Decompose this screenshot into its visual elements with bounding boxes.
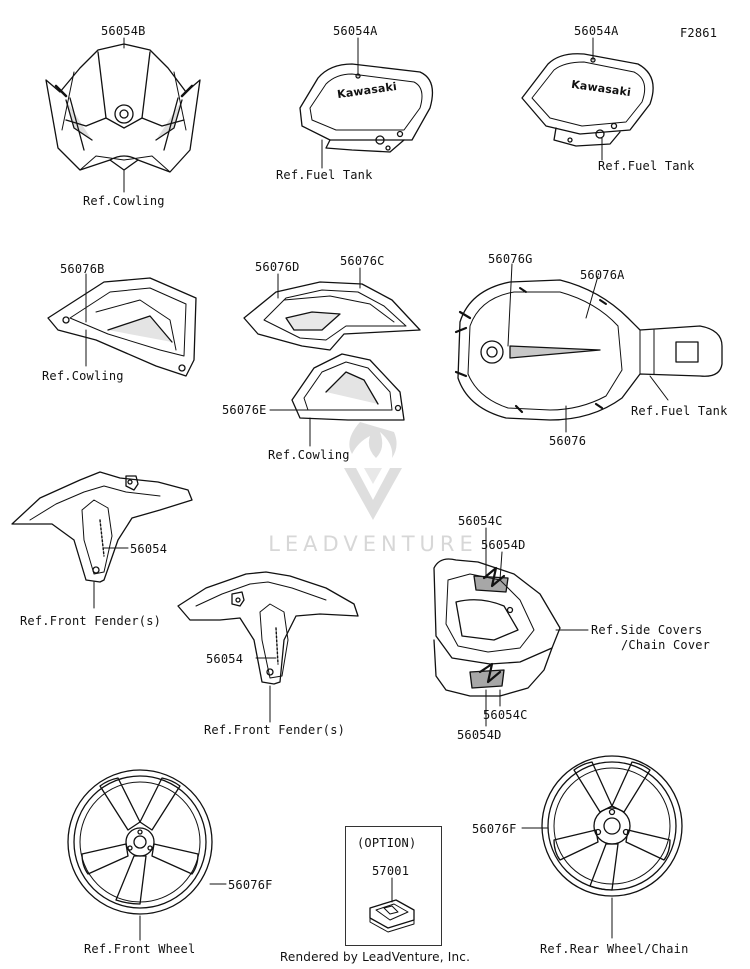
front-fender-center-illustration: [177, 571, 359, 685]
reference-label: Ref.Side Covers: [591, 623, 703, 637]
reference-label: /Chain Cover: [621, 638, 711, 652]
part-number-label: 56054C: [458, 514, 503, 528]
option-box: [345, 826, 442, 946]
part-number-label: 56054D: [481, 538, 526, 552]
part-number-label: 56054: [130, 542, 168, 556]
option-label: (OPTION): [357, 836, 417, 850]
reference-label: Ref.Fuel Tank: [598, 159, 695, 173]
reference-label: Ref.Rear Wheel/Chain: [540, 942, 689, 956]
side-cowling-center-illustration: [243, 281, 421, 421]
reference-label: Ref.Cowling: [42, 369, 124, 383]
fuel-tank-decal-right-illustration: [521, 53, 654, 147]
watermark: LEADVENTURE: [248, 418, 498, 568]
part-number-label: 56076C: [340, 254, 385, 268]
fuel-tank-decal-left-illustration: [299, 63, 434, 153]
watermark-text: LEADVENTURE: [268, 532, 478, 556]
part-number-label: 56076F: [228, 878, 273, 892]
part-number-label: 56076E: [222, 403, 267, 417]
part-number-label: 56076: [549, 434, 587, 448]
reference-label: Ref.Front Fender(s): [20, 614, 162, 628]
part-number-label: 56054A: [333, 24, 378, 38]
part-number-label: 56076G: [488, 252, 533, 266]
option-part-number: 57001: [372, 864, 410, 878]
part-number-label: 56054A: [574, 24, 619, 38]
flame-v-logo-icon: [344, 422, 402, 520]
part-number-label: 56054: [206, 652, 244, 666]
reference-label: Ref.Cowling: [268, 448, 350, 462]
reference-label: Ref.Fuel Tank: [276, 168, 373, 182]
rear-wheel-illustration: [541, 755, 683, 897]
fuel-tank-top-illustration: [454, 279, 723, 421]
figure-code: F2861: [680, 26, 718, 40]
part-number-label: 56054C: [483, 708, 528, 722]
front-wheel-illustration: [67, 769, 213, 915]
part-number-label: 56054D: [457, 728, 502, 742]
side-cover-illustration: [433, 558, 561, 697]
part-number-label: 56076B: [60, 262, 105, 276]
part-number-label: 56076F: [472, 822, 517, 836]
front-fender-left-illustration: [11, 471, 193, 583]
reference-label: Ref.Front Wheel: [84, 942, 196, 956]
reference-label: Ref.Front Fender(s): [204, 723, 346, 737]
side-cowling-left-illustration: [47, 277, 197, 377]
upper-cowling-illustration: [45, 43, 201, 173]
part-number-label: 56054B: [101, 24, 146, 38]
part-number-label: 56076D: [255, 260, 300, 274]
option-tool-illustration: [369, 899, 415, 933]
footer-credit: Rendered by LeadVenture, Inc.: [279, 950, 471, 964]
reference-label: Ref.Fuel Tank: [631, 404, 728, 418]
part-number-label: 56076A: [580, 268, 625, 282]
reference-label: Ref.Cowling: [83, 194, 165, 208]
